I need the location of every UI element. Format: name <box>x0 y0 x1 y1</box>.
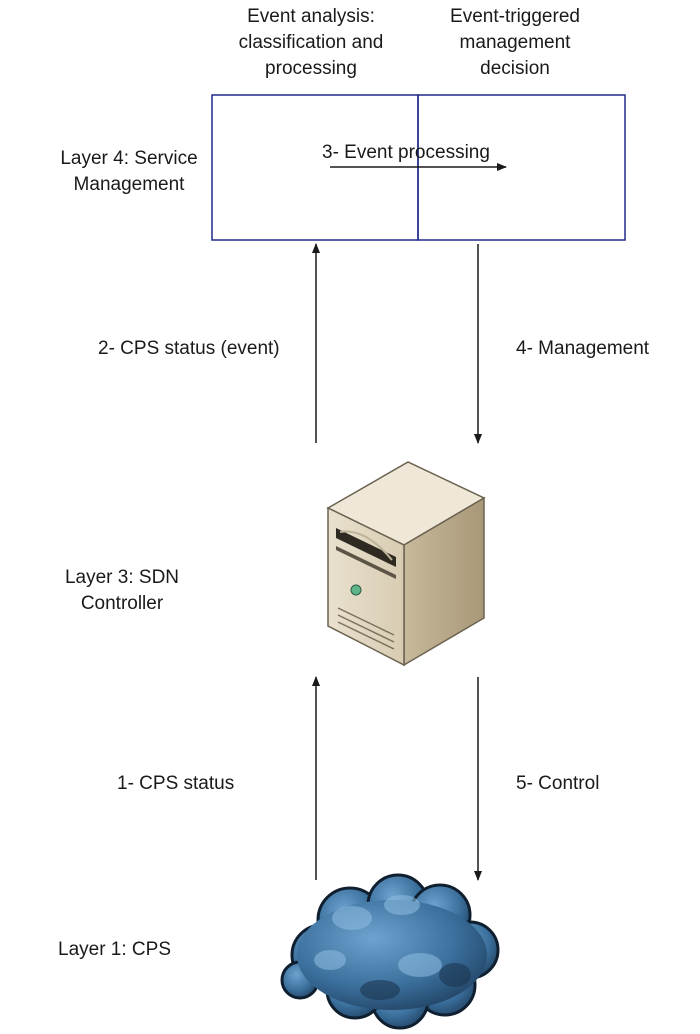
service-management-box <box>211 94 626 241</box>
layer1-label: Layer 1: CPS <box>58 939 171 960</box>
cps-status-event-label: 2- CPS status (event) <box>98 338 280 359</box>
management-decision-heading: Event-triggered management decision <box>450 6 580 79</box>
control-label: 5- Control <box>516 773 600 794</box>
cloud-icon <box>280 873 500 1030</box>
layer3-label: Layer 3: SDN Controller <box>64 567 180 614</box>
event-analysis-heading: Event analysis: classification and proce… <box>238 6 384 79</box>
layer4-label: Layer 4: Service Management <box>60 148 198 195</box>
management-label: 4- Management <box>516 338 650 359</box>
server-icon <box>326 461 486 667</box>
event-processing-label: 3- Event processing <box>322 142 490 163</box>
cps-status-label: 1- CPS status <box>117 773 235 794</box>
